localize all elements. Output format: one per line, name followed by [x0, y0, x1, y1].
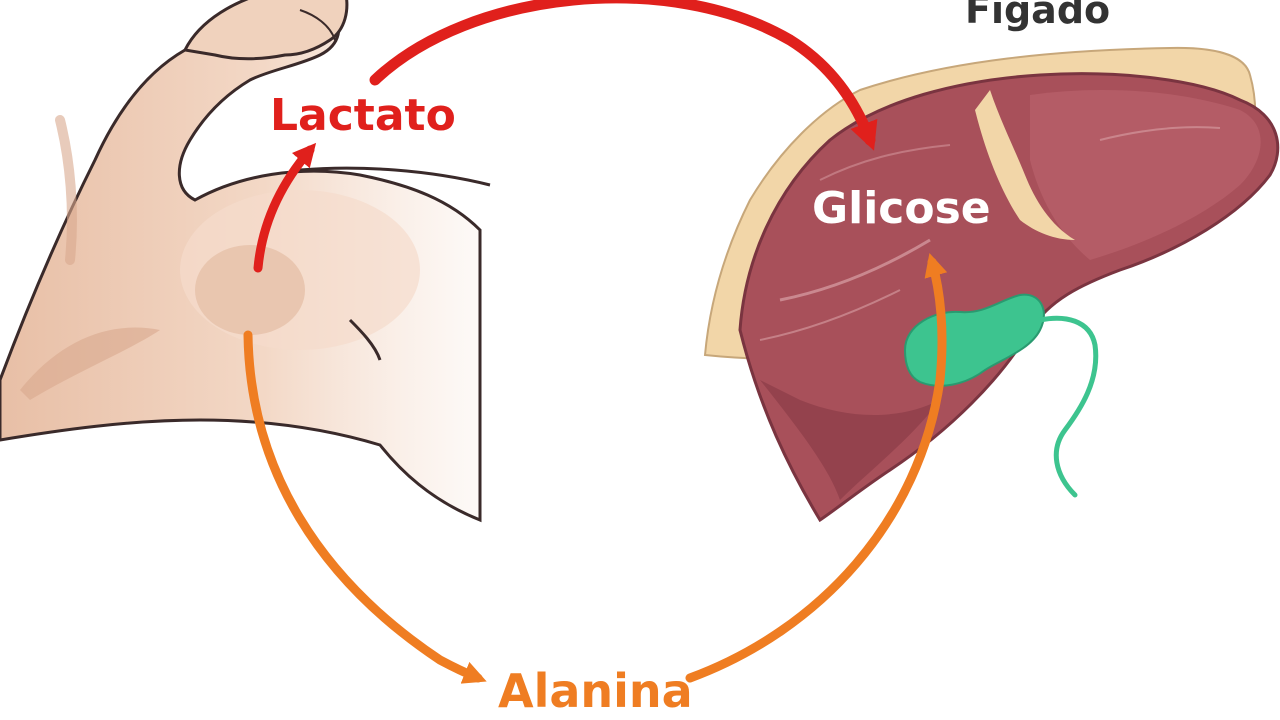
flexed-arm-icon: [0, 0, 491, 523]
liver-icon: [703, 46, 1280, 523]
label-alanine: Alanina: [498, 664, 693, 718]
label-glucose: Glicose: [812, 183, 991, 234]
muscle-to-alanine-arrow: [243, 330, 487, 684]
lactate-to-glucose-arrow: [369, 0, 878, 151]
label-lactate: Lactato: [270, 90, 456, 141]
organ-label-liver: Fígado: [965, 0, 1111, 32]
lactate-rise-arrow: [253, 142, 317, 273]
alanine-to-glucose-arrow: [685, 252, 948, 683]
